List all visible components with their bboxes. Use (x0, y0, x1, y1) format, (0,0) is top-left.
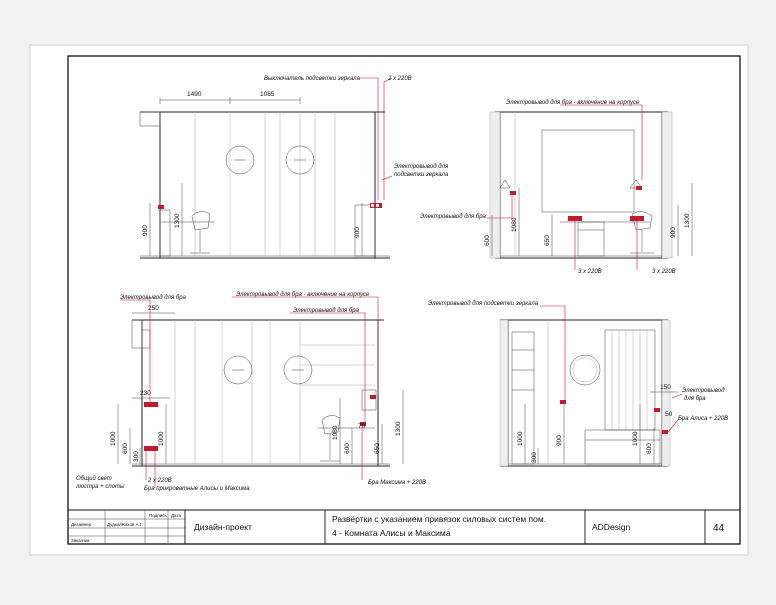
elevation-view-4: 1000 300 900 1000 600 150 50 Электровыво… (428, 301, 728, 467)
col-header-date: Дата (171, 513, 181, 518)
chair-icon (191, 211, 211, 231)
socket-icon (144, 446, 158, 451)
dim-label: 300 (531, 452, 538, 463)
round-mirror-icon (569, 354, 601, 386)
studio-name: ADDesign (592, 522, 631, 532)
dim-label: 1300 (395, 421, 402, 436)
dim-label: 650 (544, 235, 551, 246)
pendant-lamp-icon (283, 355, 313, 385)
annotation: Электровывод для бра - включение на корп… (236, 292, 370, 298)
chair-icon (631, 211, 653, 231)
socket-icon (636, 186, 642, 190)
row-label-client: Заказчик (71, 538, 90, 543)
dim-label: 150 (660, 384, 671, 391)
dim-label: 600 (484, 235, 491, 246)
col-header-sign: Подпись (149, 513, 167, 518)
annotation: Общий свет (76, 475, 112, 482)
headboard-panel (541, 129, 635, 213)
annotation: 2 х 220В (147, 478, 172, 484)
dim-label: 900 (556, 435, 563, 446)
annotation: 3 х 220В (652, 269, 676, 275)
socket-icon (144, 402, 158, 407)
annotation: 2 х 220В (387, 76, 412, 82)
socket-icon (360, 422, 366, 426)
dim-label: 900 (670, 227, 677, 238)
row-label-designer: Дизайнер (71, 521, 92, 527)
pendant-lamp-icon (225, 145, 255, 175)
annotation: Электровывод для (394, 164, 449, 170)
annotation: для бра (684, 396, 706, 402)
annotation: Бра Максима + 220В (368, 480, 426, 486)
dim-label: 1300 (174, 213, 181, 228)
dim-label: 600 (122, 443, 129, 454)
socket-icon (630, 216, 644, 221)
elevation-view-1: 1490 1085 900 1300 900 Выключатель подсв… (139, 76, 449, 259)
dim-label: 1080 (511, 217, 518, 232)
annotation: Бра прикроватные Алисы и Максима (144, 486, 250, 492)
dim-label: 250 (148, 305, 159, 312)
dim-label: 300 (133, 451, 140, 462)
socket-icon (662, 430, 668, 434)
socket-icon (510, 191, 516, 195)
annotation: Электровывод (682, 388, 725, 394)
designer-name: Дудка/Жохов А.Г. (107, 522, 143, 527)
pendant-lamp-icon (223, 355, 253, 385)
annotation: Бра Алиса + 220В (678, 416, 728, 422)
dim-label: 650 (374, 443, 381, 454)
project-type: Дизайн-проект (194, 522, 252, 532)
annotation: Электровывод для бра (293, 308, 360, 314)
dim-label: 50 (665, 411, 673, 418)
sheet-title-line-1: Развёртки с указанием привязок силовых с… (332, 514, 546, 524)
dim-label: 1000 (517, 431, 524, 446)
dim-label: 1000 (110, 431, 117, 446)
annotation: Электровывод для подсветки зеркала (428, 301, 539, 307)
dim-label: 1000 (632, 431, 639, 446)
elevation-view-3: 250 230 1000 600 300 1000 70 1080 600 65… (75, 292, 426, 492)
socket-icon (370, 395, 376, 399)
annotation: люстра + споты (75, 484, 125, 490)
socket-icon (654, 408, 660, 412)
sheet-title-line-2: 4 - Комната Алисы и Максима (332, 528, 451, 538)
annotation: подсветки зеркала (394, 172, 449, 178)
dim-label: 1490 (187, 91, 202, 98)
socket-icon (560, 400, 566, 404)
elevation-view-2: 600 1080 650 900 1300 Электровывод для б… (420, 100, 693, 275)
annotation: Электровывод для бра (120, 295, 187, 301)
title-block: Подпись Дата Дизайнер Дудка/Жохов А.Г. З… (68, 509, 740, 544)
sconce-icon (499, 179, 511, 189)
chair-icon (321, 415, 341, 435)
annotation: Электровывод для бра (420, 214, 487, 220)
dim-label: 1085 (260, 91, 275, 98)
drawing-frame (67, 55, 741, 545)
annotation: 3 х 220В (578, 269, 602, 275)
pendant-lamp-icon (285, 145, 315, 175)
dim-label: 1000 (158, 431, 165, 446)
dim-label: 1080 (332, 425, 339, 440)
sheet-number: 44 (713, 523, 725, 534)
dim-label: 900 (142, 225, 149, 236)
socket-icon (158, 205, 164, 209)
dim-label: 230 (140, 390, 151, 397)
annotation: Выключатель подсветки зеркала (264, 76, 361, 82)
socket-icon (568, 216, 582, 221)
dim-label: 900 (354, 227, 361, 238)
dim-label: 600 (646, 443, 653, 454)
dim-label: 1300 (684, 213, 691, 228)
dim-label: 600 (344, 443, 351, 454)
annotation: Электровывод для бра - включение на корп… (506, 100, 640, 106)
